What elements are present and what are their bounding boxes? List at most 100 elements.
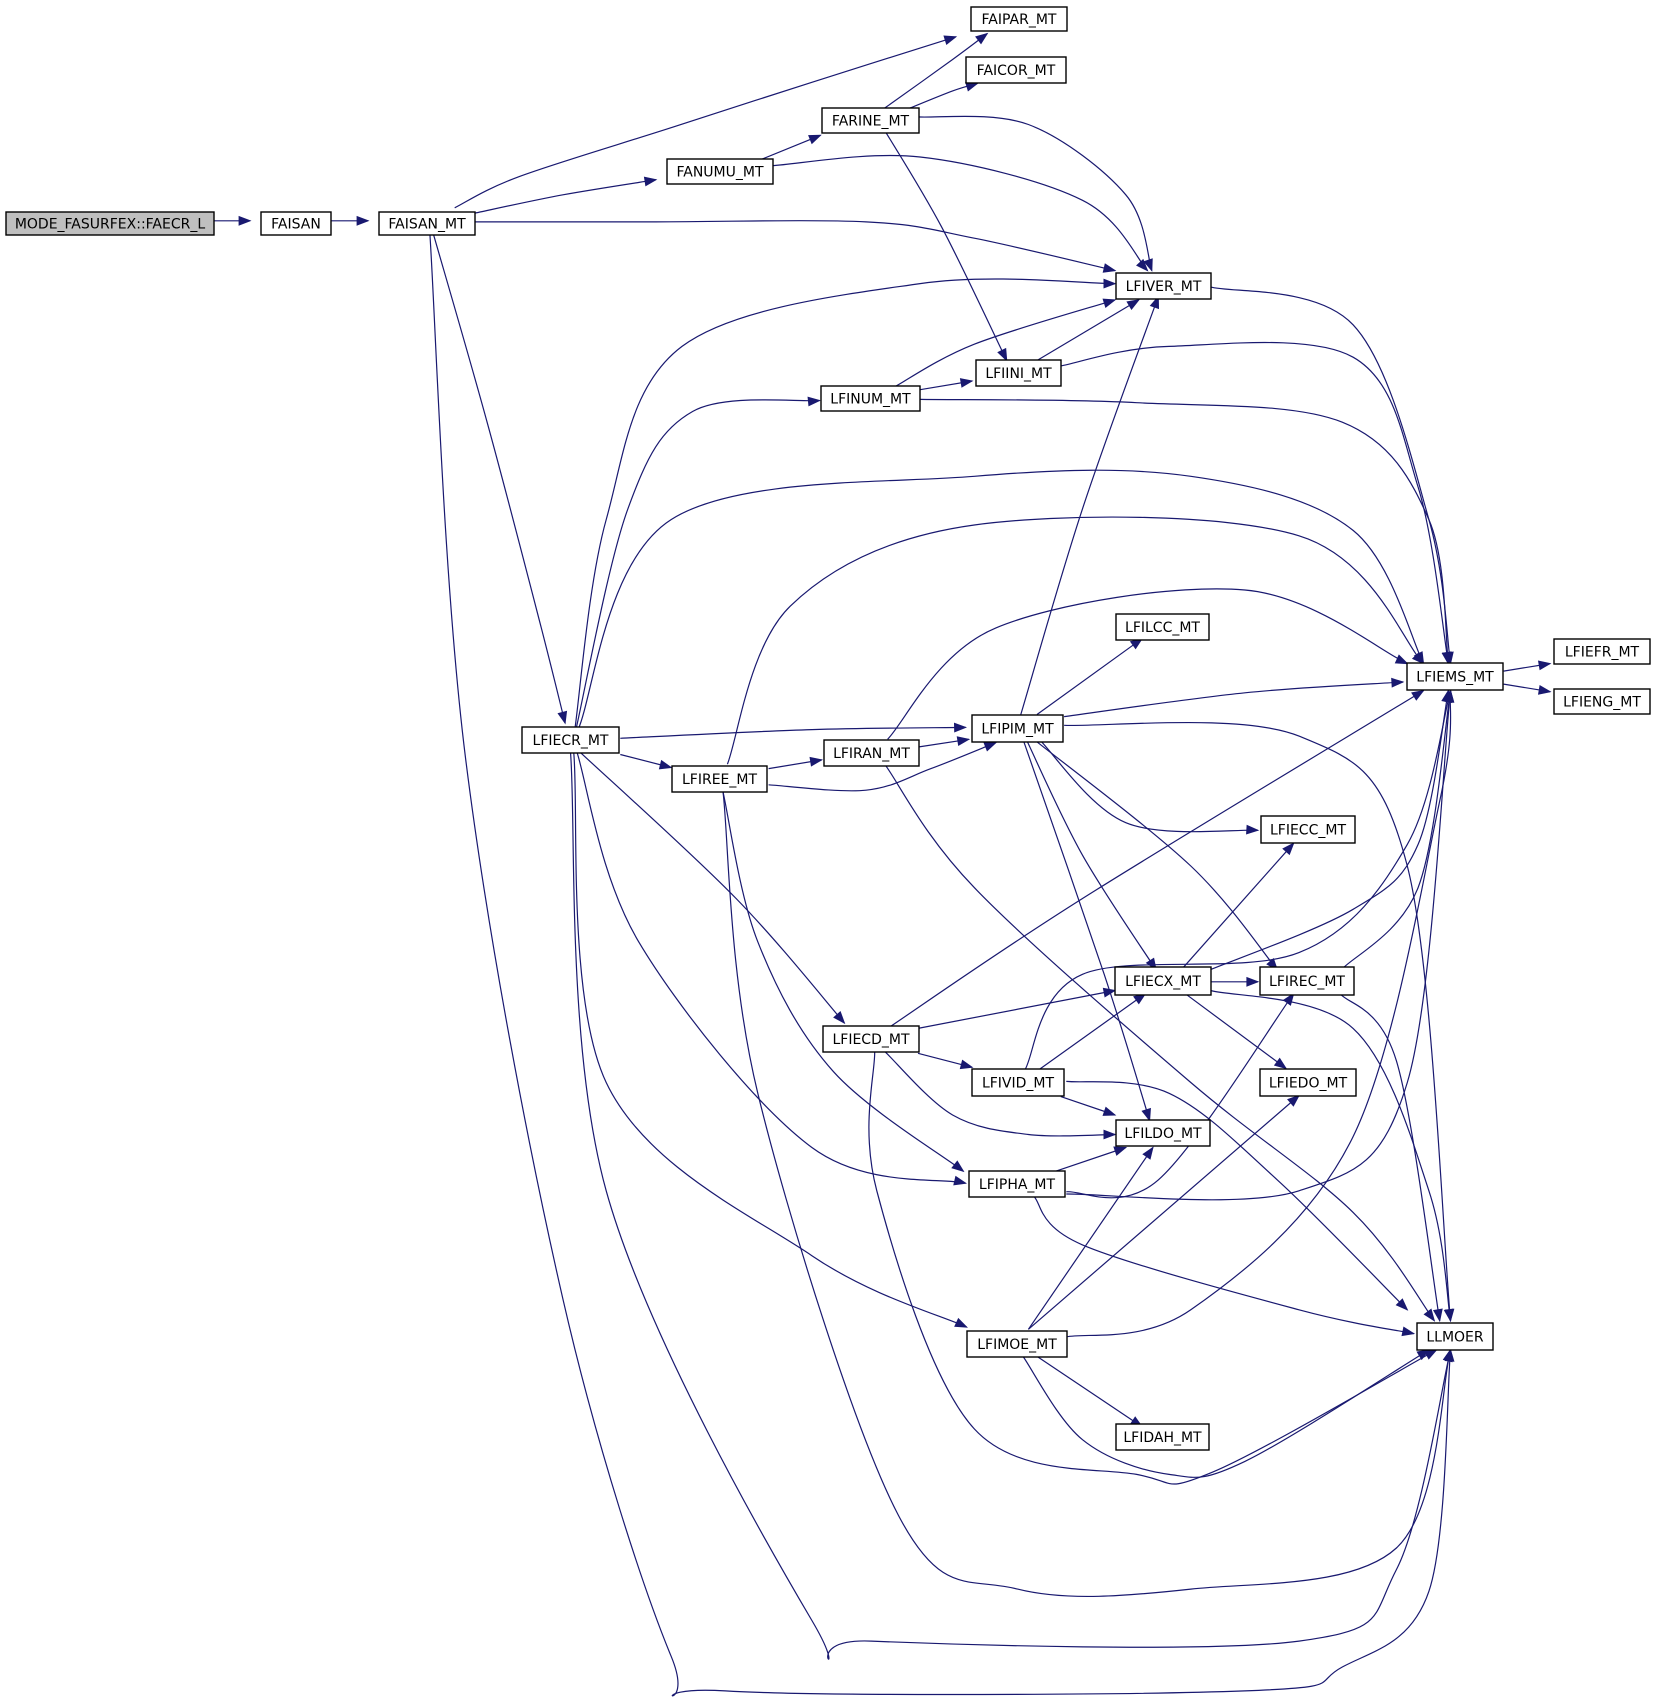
arrowhead (943, 35, 958, 45)
edge-lfirec_mt-to-lfiems_mt (1341, 689, 1454, 970)
arrowhead (951, 1160, 965, 1173)
node-lfiini-mt[interactable]: LFIINI_MT (975, 359, 1062, 387)
arrowhead (1442, 1348, 1453, 1363)
node-label: LFIECC_MT (1270, 823, 1346, 839)
arrowhead (965, 81, 979, 92)
node-lfiems-mt[interactable]: LFIEMS_MT (1406, 662, 1504, 691)
edge-lfiecr_mt-to-lfinum_mt (575, 396, 821, 730)
arrowhead (1136, 258, 1149, 272)
edge-line (887, 690, 1424, 1029)
node-lfinum-mt[interactable]: LFINUM_MT (820, 385, 921, 412)
node-label: LFIPIM_MT (981, 722, 1054, 738)
edge-line (887, 588, 1408, 740)
node-lfieng-mt[interactable]: LFIENG_MT (1553, 688, 1651, 715)
edge-line (1339, 993, 1441, 1321)
node-lfidah-mt[interactable]: LFIDAH_MT (1115, 1423, 1210, 1451)
node-label: LFIECD_MT (832, 1032, 909, 1048)
edge-lfivid_mt-to-lfiems_mt (1024, 689, 1453, 1070)
edge-lfimoe_mt-to-lfidah_mt (1036, 1355, 1144, 1428)
edge-line (894, 299, 1116, 388)
node-llmoer[interactable]: LLMOER (1416, 1322, 1494, 1351)
node-box (1260, 815, 1356, 844)
arrowhead (975, 32, 989, 45)
node-lfiefr-mt[interactable]: LFIEFR_MT (1553, 638, 1651, 665)
edge-lfiini_mt-to-lfiver_mt (1036, 299, 1141, 362)
edge-line (575, 399, 820, 730)
arrowhead (1443, 1308, 1454, 1323)
node-lfipim-mt[interactable]: LFIPIM_MT (971, 714, 1064, 743)
node-lfiecx-mt[interactable]: LFIECX_MT (1114, 966, 1212, 996)
node-box (1259, 966, 1355, 996)
edge-line (1066, 993, 1295, 1199)
arrowhead (1246, 824, 1260, 835)
edge-lfiecx_mt-to-lfirec_mt (1210, 976, 1260, 987)
node-lfiecc-mt[interactable]: LFIECC_MT (1260, 815, 1356, 844)
edge-line (920, 398, 1449, 664)
node-box (1553, 638, 1651, 665)
node-box (968, 1170, 1066, 1198)
edge-faisan-to-faisan_mt (331, 215, 370, 226)
arrowhead (1141, 1107, 1151, 1122)
node-farine-mt[interactable]: FARINE_MT (821, 107, 920, 134)
arrowhead (953, 1175, 967, 1186)
arrowhead (1395, 1298, 1409, 1311)
edge-line (917, 989, 1116, 1029)
edge-line (885, 1051, 1116, 1137)
edge-line (1033, 738, 1278, 971)
node-faisan[interactable]: FAISAN (260, 211, 332, 236)
edge-lfiran_mt-to-llmoer (885, 764, 1436, 1322)
edge-lfipim_mt-to-lfiems_mt (1064, 677, 1405, 718)
edge-line (885, 764, 1435, 1322)
edges-layer (213, 32, 1552, 1697)
node-lfivid-mt[interactable]: LFIVID_MT (971, 1068, 1065, 1097)
node-label: FAISAN (271, 217, 321, 233)
edge-line (1036, 638, 1143, 715)
edge-lfimoe_mt-to-lfiedo_mt (1028, 1094, 1301, 1330)
edge-lfipha_mt-to-llmoer (1033, 1195, 1416, 1337)
node-faipar-mt[interactable]: FAIPAR_MT (970, 6, 1068, 32)
node-lfilcc-mt[interactable]: LFILCC_MT (1115, 613, 1210, 641)
arrowhead (1113, 1146, 1128, 1156)
node-lfipha-mt[interactable]: LFIPHA_MT (968, 1170, 1066, 1198)
edge-line (1060, 341, 1449, 664)
node-lfirec-mt[interactable]: LFIREC_MT (1259, 966, 1355, 996)
edge-lfipim_mt-to-lfildo_mt (1022, 739, 1151, 1122)
node-box (820, 385, 921, 412)
node-label: LFIECX_MT (1125, 974, 1201, 990)
edge-line (1024, 690, 1452, 1070)
edge-lfiecd_mt-to-lfiecx_mt (917, 987, 1117, 1029)
node-lfiver-mt[interactable]: LFIVER_MT (1115, 272, 1212, 300)
node-label: LFIEFR_MT (1565, 645, 1640, 661)
arrowhead (1103, 1129, 1117, 1140)
edge-lfivid_mt-to-llmoer (1066, 1080, 1409, 1311)
node-label: FARINE_MT (832, 114, 910, 130)
edge-lfiecr_mt-to-lfiver_mt (574, 278, 1117, 730)
node-lfiedo-mt[interactable]: LFIEDO_MT (1259, 1068, 1357, 1097)
edge-line (1020, 296, 1159, 715)
node-box (1115, 1423, 1210, 1451)
node-lfiecr-mt[interactable]: LFIECR_MT (521, 726, 620, 754)
arrowhead (1444, 689, 1455, 703)
edge-fanumu_mt-to-farine_mt (761, 134, 822, 160)
node-lfiree-mt[interactable]: LFIREE_MT (671, 765, 768, 793)
arrowhead (1126, 299, 1141, 310)
node-box (1406, 662, 1504, 691)
node-lfiecd-mt[interactable]: LFIECD_MT (822, 1025, 920, 1053)
edge-line (1181, 842, 1295, 970)
node-lfiran-mt[interactable]: LFIRAN_MT (823, 739, 920, 767)
node-root[interactable]: MODE_FASURFEX::FAECR_L (5, 211, 215, 236)
node-faisan-mt[interactable]: FAISAN_MT (378, 211, 476, 236)
edge-lfinum_mt-to-lfiver_mt (894, 298, 1117, 388)
node-label: LFILCC_MT (1125, 620, 1200, 636)
node-fanumu-mt[interactable]: FANUMU_MT (666, 158, 774, 185)
arrowhead (953, 722, 968, 733)
arrowhead (959, 1059, 974, 1070)
node-box (975, 359, 1062, 387)
node-faicor-mt[interactable]: FAICOR_MT (965, 56, 1067, 84)
arrowhead (983, 742, 998, 752)
arrowhead (1411, 651, 1425, 665)
edge-line (1036, 299, 1140, 362)
node-lfimoe-mt[interactable]: LFIMOE_MT (966, 1330, 1068, 1358)
edge-faisan_mt-to-fanumu_mt (473, 176, 658, 214)
node-lfildo-mt[interactable]: LFILDO_MT (1115, 1119, 1211, 1147)
